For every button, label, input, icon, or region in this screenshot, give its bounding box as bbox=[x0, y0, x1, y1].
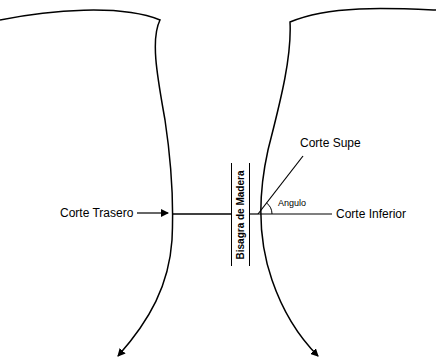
back-cut-line bbox=[172, 213, 231, 215]
angle-label: Angulo bbox=[278, 198, 306, 209]
lower-cut-line bbox=[258, 213, 332, 214]
wooden-hinge: Bisagra de Madera bbox=[231, 163, 250, 266]
angle-arc bbox=[267, 203, 272, 214]
hinge-label: Bisagra de Madera bbox=[235, 170, 247, 259]
left-outline bbox=[0, 10, 173, 356]
leader-arrow bbox=[137, 212, 168, 213]
hinge-gap-line bbox=[250, 213, 258, 214]
lower-cut-label: Corte Inferior bbox=[336, 207, 406, 221]
upper-cut-label: Corte Supe bbox=[300, 136, 361, 150]
right-outline bbox=[261, 8, 436, 356]
back-cut-label: Corte Trasero bbox=[60, 206, 133, 220]
